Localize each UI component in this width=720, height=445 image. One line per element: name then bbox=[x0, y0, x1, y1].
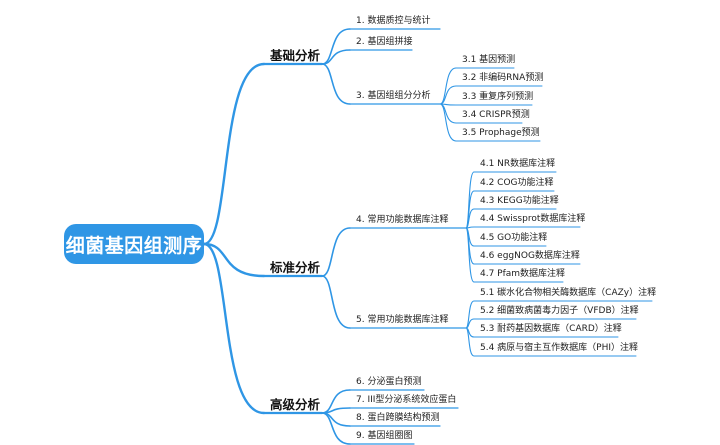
leaf-3-1: 3.1 基因预测 bbox=[462, 55, 516, 65]
category-basic-analysis: 基础分析 bbox=[270, 48, 321, 63]
item-secreted-protein: 6. 分泌蛋白预测 bbox=[356, 377, 422, 387]
connector-item-5 bbox=[321, 275, 351, 329]
item-genome-circle-map: 9. 基因组圈图 bbox=[356, 431, 413, 441]
connector-leaf-12 bbox=[465, 227, 475, 283]
connector-root-category-2 bbox=[202, 242, 266, 278]
item-genome-component: 3. 基因组组分分析 bbox=[356, 91, 431, 101]
root-node: 细菌基因组测序 bbox=[64, 224, 204, 264]
leaf-4-2: 4.2 COG功能注释 bbox=[480, 178, 554, 188]
connector-leaf-5 bbox=[439, 103, 457, 142]
connector-item-7 bbox=[321, 407, 351, 414]
item-functional-db-5: 5. 常用功能数据库注释 bbox=[356, 315, 449, 325]
leaf-4-7: 4.7 Pfam数据库注释 bbox=[480, 269, 566, 279]
category-advanced-analysis: 高级分析 bbox=[270, 397, 321, 412]
item-genome-assembly: 2. 基因组拼接 bbox=[356, 37, 413, 47]
leaf-3-3: 3.3 重复序列预测 bbox=[462, 92, 534, 102]
connector-item-2 bbox=[321, 49, 351, 65]
leaf-4-4: 4.4 Swissprot数据库注释 bbox=[480, 214, 586, 224]
leaf-5-2: 5.2 细菌致病菌毒力因子（VFDB）注释 bbox=[480, 306, 639, 316]
leaf-3-5: 3.5 Prophage预测 bbox=[462, 128, 540, 138]
leaf-4-1: 4.1 NR数据库注释 bbox=[480, 159, 556, 169]
leaf-5-3: 5.3 耐药基因数据库（CARD）注释 bbox=[480, 324, 622, 334]
category-standard-analysis: 标准分析 bbox=[270, 260, 321, 275]
leaf-5-4: 5.4 病原与宿主互作数据库（PHI）注释 bbox=[480, 343, 639, 353]
connector-leaf-14 bbox=[465, 318, 475, 329]
item-functional-db-4: 4. 常用功能数据库注释 bbox=[356, 215, 449, 225]
item-data-qc: 1. 数据质控与统计 bbox=[356, 16, 431, 26]
connector-root-category-3 bbox=[202, 242, 266, 415]
connector-root-category-1 bbox=[202, 62, 266, 246]
connector-item-4 bbox=[321, 227, 351, 277]
leaf-4-5: 4.5 GO功能注释 bbox=[480, 233, 548, 243]
root-label: 细菌基因组测序 bbox=[65, 234, 203, 257]
leaf-3-2: 3.2 非编码RNA预测 bbox=[462, 73, 544, 83]
item-t3ss-effector: 7. III型分泌系统效应蛋白 bbox=[356, 395, 457, 405]
connector-item-1 bbox=[321, 28, 351, 65]
connector-item-3 bbox=[321, 63, 351, 105]
connector-leaf-13 bbox=[465, 300, 475, 329]
leaf-3-4: 3.4 CRISPR预测 bbox=[462, 110, 530, 120]
item-transmembrane: 8. 蛋白跨膜结构预测 bbox=[356, 413, 440, 423]
leaf-5-1: 5.1 碳水化合物相关酶数据库（CAZy）注释 bbox=[480, 288, 657, 298]
leaf-4-6: 4.6 eggNOG数据库注释 bbox=[480, 251, 580, 261]
leaf-4-3: 4.3 KEGG功能注释 bbox=[480, 196, 559, 206]
connector-item-9 bbox=[321, 412, 351, 445]
connector-leaf-16 bbox=[465, 327, 475, 357]
